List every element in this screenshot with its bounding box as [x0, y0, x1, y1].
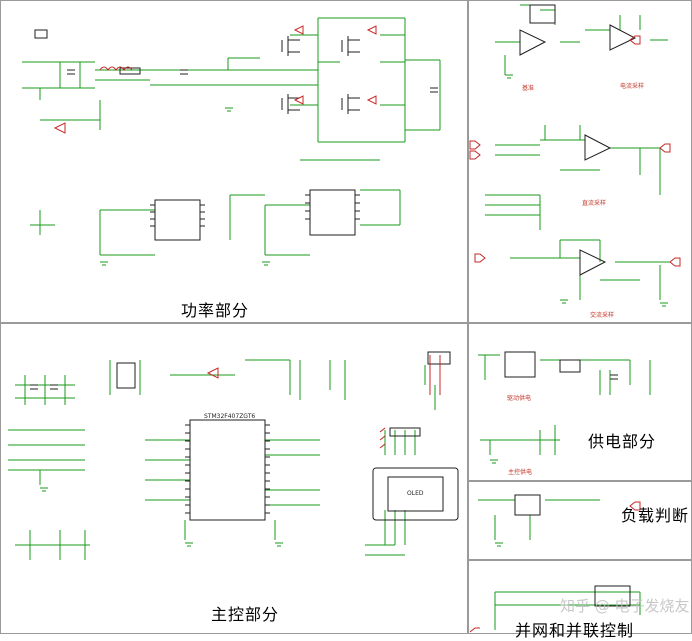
driver-supply-label: 驱动供电	[507, 395, 532, 402]
dc-sampling-label: 直流采样	[582, 200, 607, 207]
power-section-title: 功率部分	[181, 301, 250, 320]
load-panel	[468, 481, 692, 560]
supply-panel	[468, 323, 692, 481]
main-supply-label: 主控供电	[508, 469, 533, 476]
supply-section-title: 供电部分	[588, 432, 657, 451]
grid-panel	[468, 560, 692, 634]
ac-sampling-label: 交流采样	[590, 312, 615, 319]
mcu-label: STM32F407ZGT6	[204, 413, 256, 420]
main-control-section-title: 主控部分	[211, 605, 280, 624]
grid-section-title: 并网和并联控制	[515, 621, 635, 640]
oled-label: OLED	[407, 490, 424, 497]
watermark-text: 知乎 @ 电子发烧友	[560, 597, 690, 615]
current-sampling-label: 电流采样	[620, 83, 645, 90]
reference-label: 基准	[522, 85, 535, 92]
load-section-title: 负载判断	[621, 506, 690, 525]
power-panel	[0, 0, 468, 323]
